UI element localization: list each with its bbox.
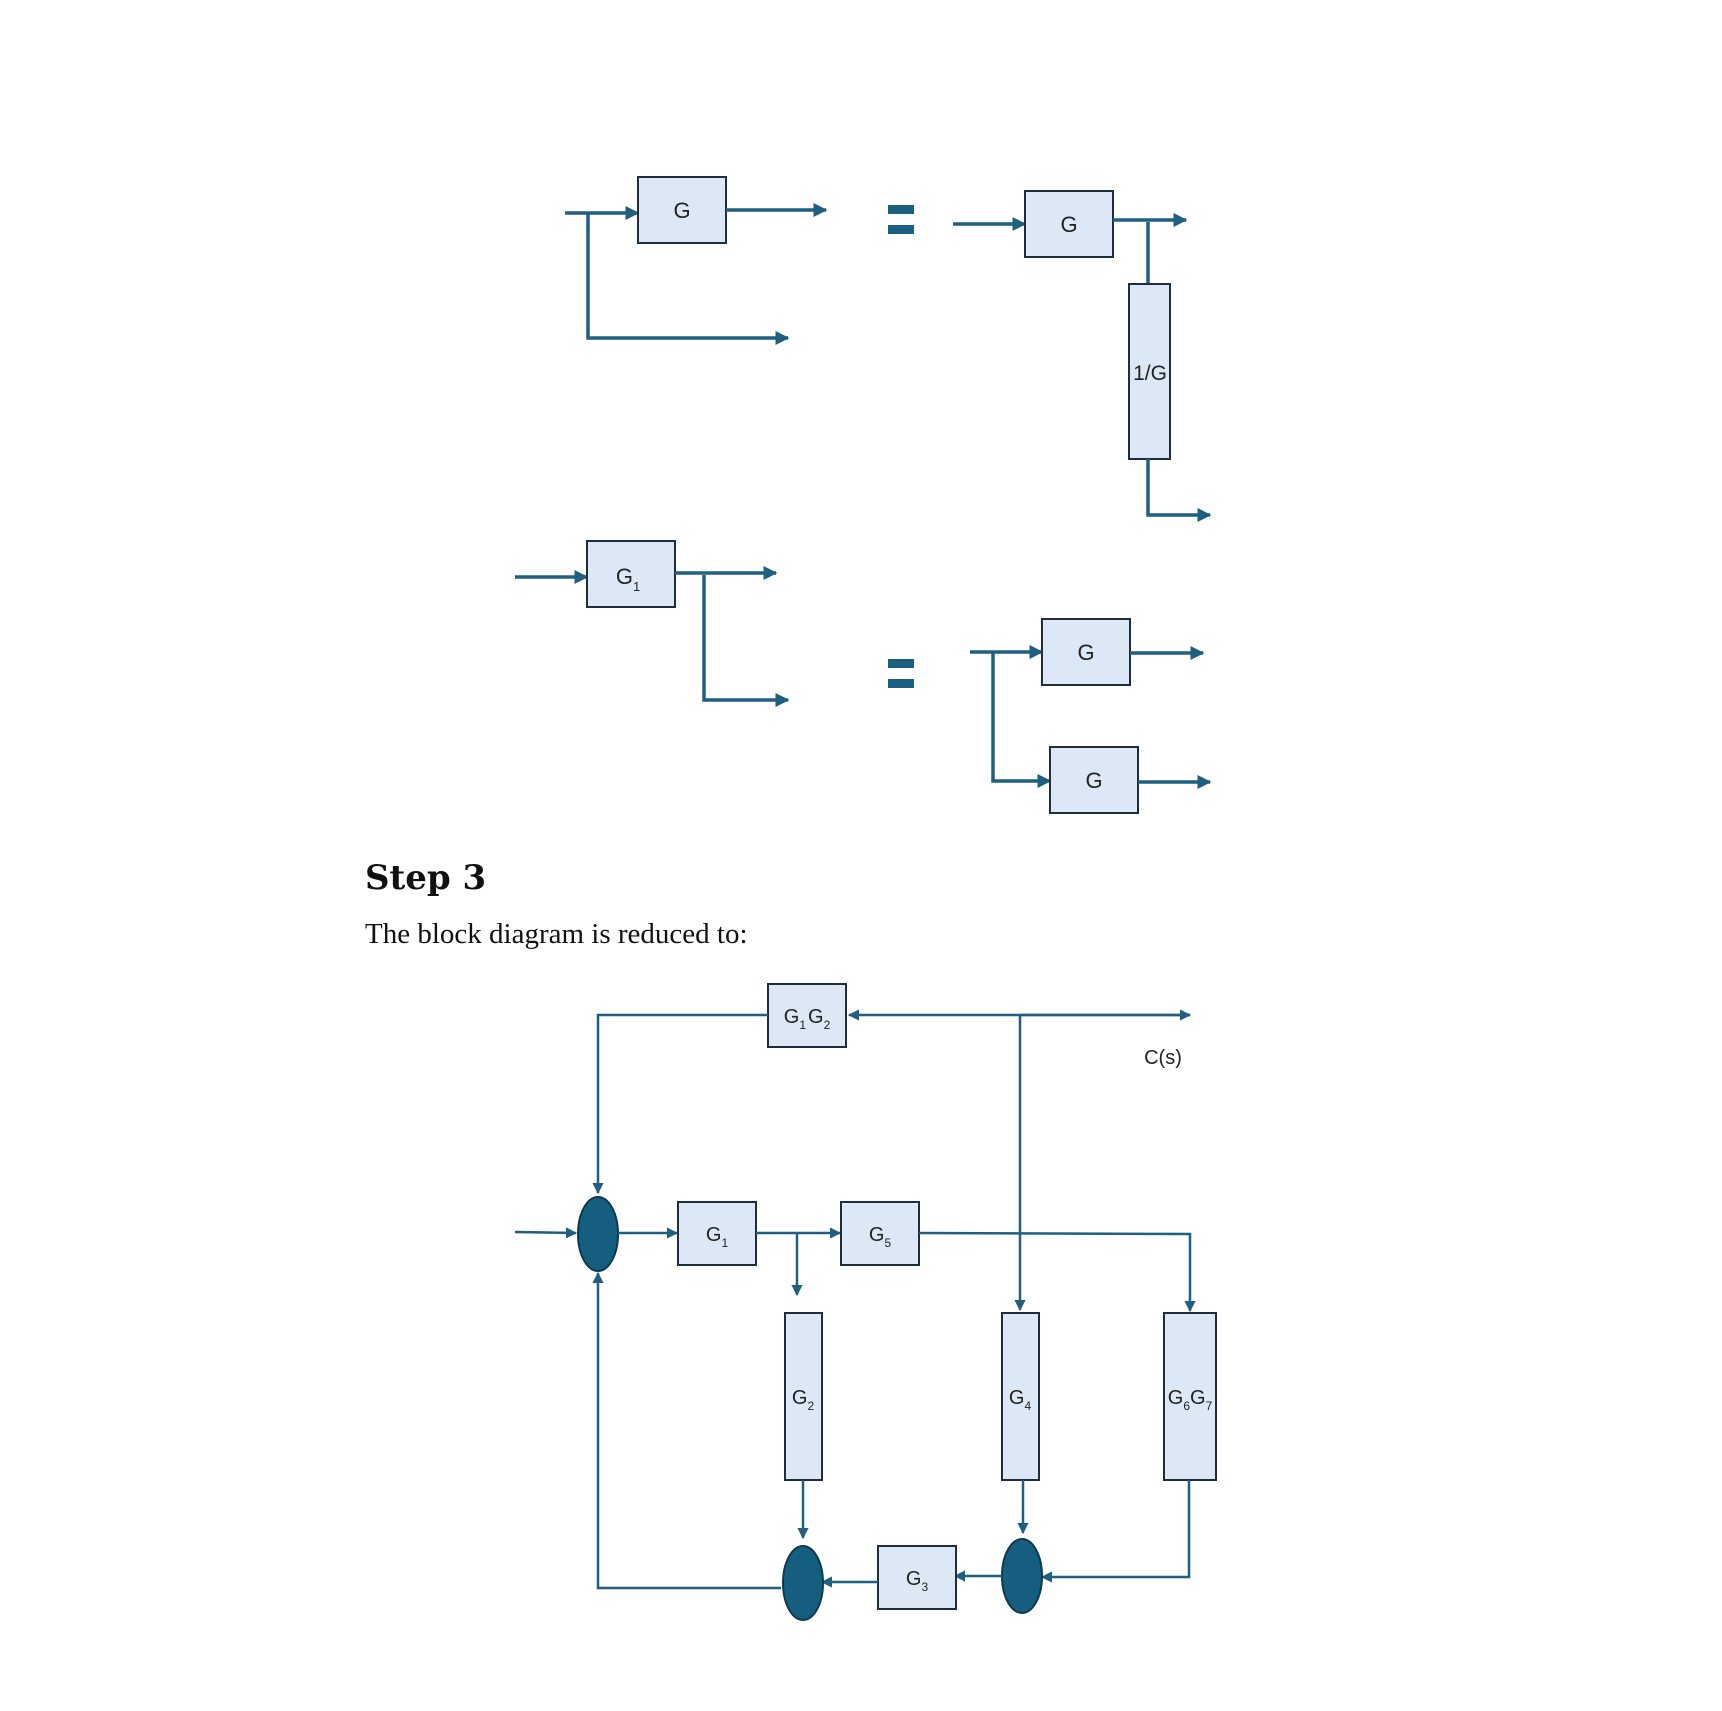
g6g7-label: G6G7 <box>1168 1387 1213 1413</box>
rule2-right-bottom-g-label: G <box>1085 768 1102 793</box>
rule1-right-takeoff-arrow <box>1146 459 1212 522</box>
g5-to-g6g7-arrow <box>918 1231 1196 1313</box>
rule1-left: G <box>565 176 828 345</box>
g3-label: G3 <box>906 1568 929 1594</box>
g1g2-feedback-arrow <box>592 1013 768 1195</box>
rule1-right-g-block <box>1024 190 1114 258</box>
rule2-right-bottom-g-block <box>1049 746 1139 814</box>
step-description: The block diagram is reduced to: <box>365 918 748 950</box>
equals-sign-2 <box>888 659 914 688</box>
g2-block <box>784 1312 823 1481</box>
rule2-left-g1-block <box>586 540 676 608</box>
summing-junction-left <box>782 1545 824 1621</box>
rule1-left-g-label: G <box>673 198 690 223</box>
rule2-right-takeoff-arrow <box>991 652 1052 788</box>
summing-junction-main <box>577 1196 619 1272</box>
rule2-right: G G <box>970 618 1212 814</box>
rule1-right-g-label: G <box>1060 212 1077 237</box>
rule1-right-inverse-label: 1/G <box>1133 362 1167 385</box>
rule1-left-takeoff-arrow <box>586 213 790 345</box>
rule2-left-takeoff-arrow <box>702 575 790 707</box>
g4-label: G4 <box>1009 1387 1032 1413</box>
g1-label: G1 <box>706 1224 729 1250</box>
g3-block <box>877 1545 957 1610</box>
bottom-feedback-arrow <box>592 1271 781 1590</box>
equals-sign-1 <box>888 205 914 234</box>
rule2-left-g1-label: G1 <box>616 564 640 594</box>
g6g7-block <box>1163 1312 1217 1481</box>
step-heading: Step 3 <box>365 858 487 898</box>
equivalence-diagrams: G G 1/G G1 <box>515 176 1212 814</box>
rule2-right-top-g-block <box>1041 618 1131 686</box>
output-label: C(s) <box>1144 1047 1182 1069</box>
input-arrow <box>514 1227 578 1239</box>
g5-block <box>840 1201 920 1266</box>
g6g7-to-node-arrow <box>1040 1480 1191 1583</box>
rule1-right: G 1/G <box>953 190 1212 522</box>
g4-block <box>1001 1312 1040 1481</box>
g2-label: G2 <box>792 1387 815 1413</box>
rule2-right-top-g-label: G <box>1077 640 1094 665</box>
rule2-left: G1 <box>515 540 790 707</box>
g5-label: G5 <box>869 1224 892 1250</box>
g1g2-block <box>767 983 847 1048</box>
summing-junction-right <box>1001 1538 1043 1614</box>
rule1-right-inverse-block <box>1128 283 1171 460</box>
